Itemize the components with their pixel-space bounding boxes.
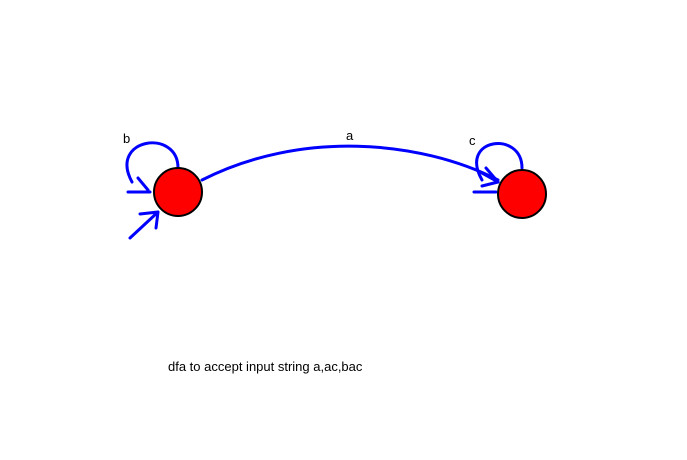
state-q0 xyxy=(153,167,203,217)
initial-arrow xyxy=(128,210,160,240)
self-loop-q0 xyxy=(125,141,180,184)
self-loop-q1 xyxy=(475,142,524,182)
self-loop-q0-label: b xyxy=(123,131,131,146)
self-loop-q1-arrowhead xyxy=(472,166,500,194)
state-q1 xyxy=(497,169,547,219)
self-loop-q1-label: c xyxy=(469,133,476,148)
transition-q0-q1-label: a xyxy=(346,128,354,143)
transition-q0-q1 xyxy=(200,144,500,182)
self-loop-q0-arrowhead xyxy=(126,176,152,194)
diagram-caption: dfa to accept input string a,ac,bac xyxy=(168,359,363,374)
